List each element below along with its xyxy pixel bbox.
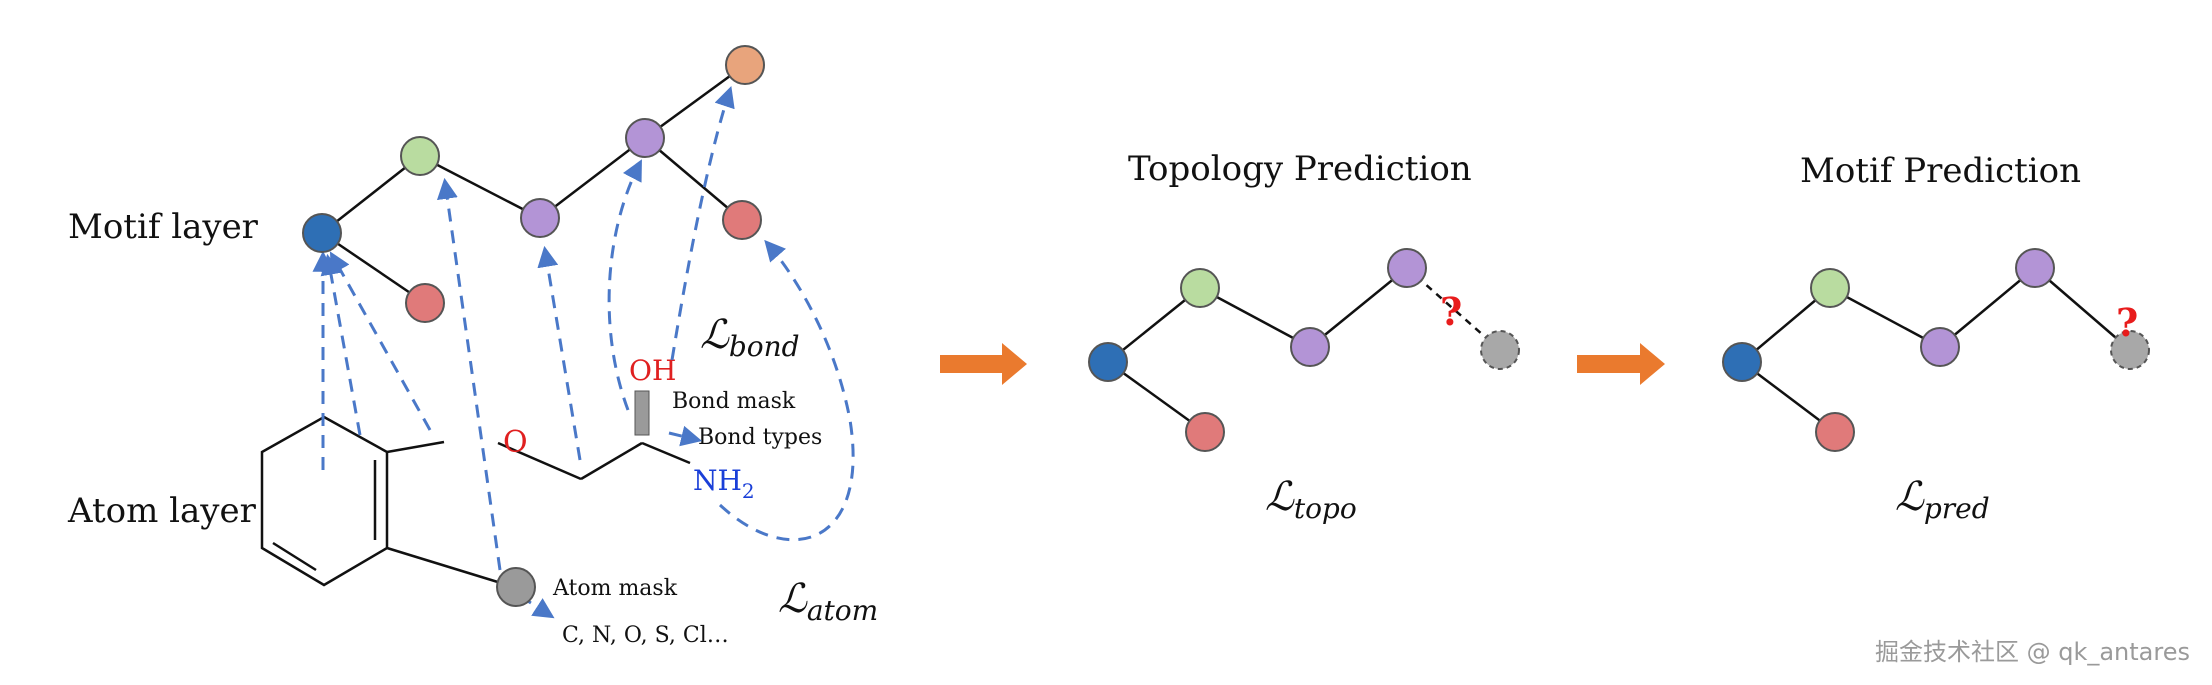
node-purple [1387, 248, 1427, 288]
node-red [1185, 412, 1225, 452]
mapping-arrows [312, 86, 855, 619]
node-green [1180, 268, 1220, 308]
node-unknown [2110, 330, 2150, 370]
motif-layer-label: Motif layer [68, 207, 259, 247]
node-red [1815, 412, 1855, 452]
loss-pred: ℒpred [1895, 474, 1990, 525]
flow-arrow-1 [940, 343, 1027, 385]
loss-atom-script: ℒ [778, 576, 808, 622]
atom-mask-label: Atom mask [552, 576, 678, 601]
loss-bond-script: ℒ [700, 312, 730, 358]
topology-title: Topology Prediction [1128, 149, 1472, 189]
node-green [1810, 268, 1850, 308]
nh2-label: NH2 [693, 464, 755, 503]
nh2-label-main: NH [693, 464, 742, 497]
left-panel: Motif layer Atom layer O OH NH2 Bond mas… [67, 45, 878, 648]
node-blue [1088, 342, 1128, 382]
question-mark: ? [2116, 300, 2138, 345]
node-purple [2015, 248, 2055, 288]
loss-topo: ℒtopo [1265, 474, 1357, 525]
motif-prediction-title: Motif Prediction [1800, 151, 2081, 191]
watermark: 掘金技术社区 @ qk_antares [1875, 638, 2190, 666]
question-mark: ? [1440, 289, 1462, 334]
prediction-nodes [1722, 248, 2150, 452]
loss-topo-sub: topo [1294, 492, 1357, 525]
node-green [400, 136, 440, 176]
nh2-label-sub: 2 [742, 479, 755, 503]
motif-nodes [302, 45, 765, 607]
node-unknown [1480, 330, 1520, 370]
loss-atom: ℒatom [778, 576, 878, 627]
atom-masked-node [496, 567, 536, 607]
atom-layer-label: Atom layer [67, 491, 257, 531]
loss-atom-sub: atom [807, 594, 878, 627]
atom-types-label: C, N, O, S, Cl… [562, 623, 729, 648]
node-orange [725, 45, 765, 85]
node-blue [1722, 342, 1762, 382]
node-red [722, 200, 762, 240]
right-panel: Motif Prediction ? ℒpred [1722, 151, 2150, 525]
node-purple [1920, 327, 1960, 367]
loss-pred-script: ℒ [1895, 474, 1925, 520]
topology-nodes [1088, 248, 1520, 452]
oh-label: OH [629, 354, 676, 387]
loss-pred-sub: pred [1924, 492, 1990, 525]
flow-arrow-2 [1577, 343, 1665, 385]
middle-panel: Topology Prediction ? ℒtopo [1088, 149, 1520, 525]
loss-topo-script: ℒ [1265, 474, 1295, 520]
node-red [405, 283, 445, 323]
node-purple [1290, 327, 1330, 367]
loss-bond: ℒbond [700, 312, 800, 363]
bond-mask-label: Bond mask [672, 389, 796, 414]
bond-types-label: Bond types [698, 425, 822, 450]
motif-edges [321, 63, 746, 305]
node-purple [625, 118, 665, 158]
node-blue [302, 213, 342, 253]
node-purple [520, 198, 560, 238]
molecule [260, 415, 691, 587]
masked-bond [634, 390, 650, 436]
loss-bond-sub: bond [729, 330, 800, 363]
oxygen-label: O [503, 425, 528, 460]
